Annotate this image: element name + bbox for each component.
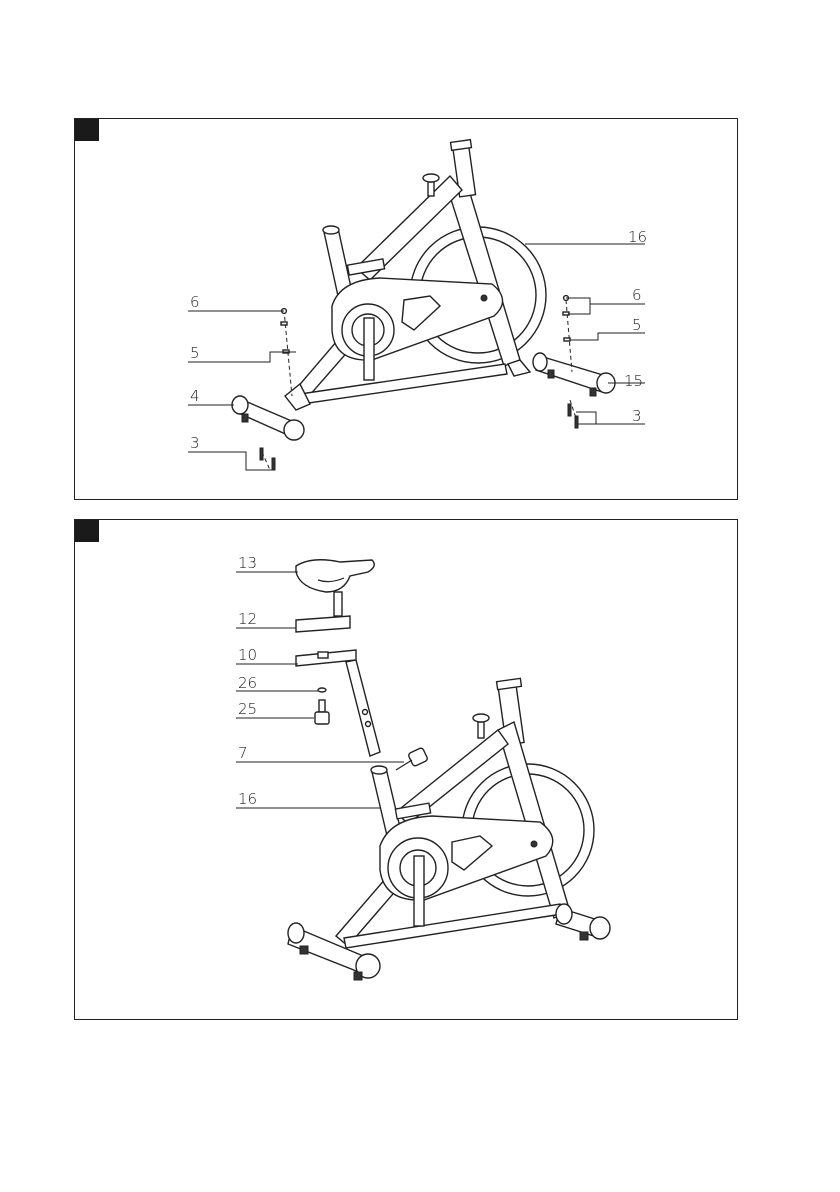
label-part-4: 4 — [190, 387, 200, 405]
label-part-6-right: 6 — [632, 286, 642, 304]
labels-step-2: 13 12 10 26 25 7 16 — [238, 554, 257, 808]
knob-7 — [408, 747, 428, 766]
saddle — [296, 560, 374, 592]
bike-frame-step-1 — [188, 140, 645, 470]
rear-end-cap — [284, 420, 304, 440]
adjust-knob — [423, 174, 439, 182]
label-part-10: 10 — [238, 646, 257, 664]
bike-frame-step-2 — [236, 560, 610, 980]
label-part-3-left: 3 — [190, 434, 200, 452]
crank-arm-step-2 — [414, 856, 424, 926]
label-part-7: 7 — [238, 744, 248, 762]
label-part-16: 16 — [628, 228, 647, 246]
label-part-5-right: 5 — [632, 316, 642, 334]
washer-26 — [318, 688, 326, 692]
label-part-12: 12 — [238, 610, 257, 628]
saddle-stem — [334, 592, 342, 616]
label-part-26: 26 — [238, 674, 257, 692]
crank-arm — [364, 318, 374, 380]
label-part-3-right: 3 — [632, 407, 642, 425]
label-part-25: 25 — [238, 700, 257, 718]
label-part-15: 15 — [624, 372, 643, 390]
seat-slider-12 — [296, 616, 350, 632]
label-part-13: 13 — [238, 554, 257, 572]
knob-25 — [315, 712, 329, 724]
label-part-5-left: 5 — [190, 344, 200, 362]
seat-post — [346, 660, 380, 756]
label-part-16-step-2: 16 — [238, 790, 257, 808]
label-part-6-left: 6 — [190, 293, 200, 311]
